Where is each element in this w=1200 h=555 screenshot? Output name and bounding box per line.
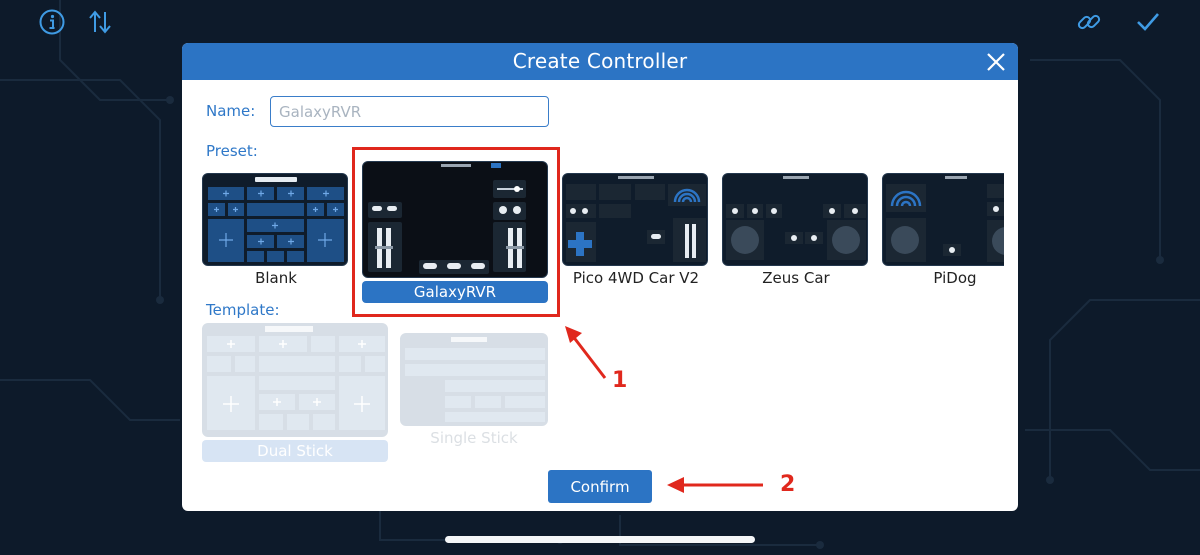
pidog-layout-icon bbox=[886, 176, 1004, 262]
preset-card-pidog[interactable]: PiDog bbox=[882, 173, 1004, 293]
annotation-number-2: 2 bbox=[780, 472, 796, 497]
dual-stick-grid-icon bbox=[207, 326, 385, 430]
preset-label-galaxyrvr: GalaxyRVR bbox=[362, 281, 548, 303]
single-stick-grid-icon bbox=[405, 337, 545, 422]
preset-card-galaxyrvr[interactable]: GalaxyRVR bbox=[362, 161, 548, 303]
preset-label-blank: Blank bbox=[255, 269, 297, 287]
preset-card-pico-4wd-car-v2[interactable]: Pico 4WD Car V2 bbox=[562, 173, 710, 293]
preset-card-zeus-car[interactable]: Zeus Car bbox=[722, 173, 870, 293]
create-controller-dialog: Create Controller Name: Preset: bbox=[182, 43, 1018, 511]
name-input[interactable] bbox=[270, 96, 549, 127]
link-icon[interactable] bbox=[1075, 8, 1103, 36]
pico-car-layout-icon bbox=[566, 176, 706, 262]
preset-thumbnail bbox=[882, 173, 1004, 266]
template-label-single-stick: Single Stick bbox=[430, 429, 518, 447]
zeus-car-layout-icon bbox=[726, 176, 866, 260]
preset-label-zeus-car: Zeus Car bbox=[762, 269, 830, 287]
confirm-button[interactable]: Confirm bbox=[548, 470, 652, 503]
preset-thumbnail bbox=[202, 173, 348, 266]
checkmark-icon[interactable] bbox=[1134, 8, 1162, 36]
preset-thumbnail bbox=[562, 173, 708, 266]
preset-thumbnail bbox=[722, 173, 868, 266]
dialog-title: Create Controller bbox=[512, 49, 688, 73]
home-indicator[interactable] bbox=[445, 536, 755, 543]
template-card-single-stick[interactable]: Single Stick bbox=[400, 333, 548, 453]
preset-label: Preset: bbox=[206, 142, 258, 160]
preset-label-pidog: PiDog bbox=[933, 269, 977, 287]
blank-grid-icon bbox=[208, 177, 344, 262]
dialog-header: Create Controller bbox=[182, 43, 1018, 80]
info-icon[interactable] bbox=[38, 8, 66, 36]
sort-arrows-icon[interactable] bbox=[86, 8, 114, 36]
preset-label-pico-4wd-car-v2: Pico 4WD Car V2 bbox=[572, 269, 700, 287]
template-label: Template: bbox=[206, 301, 280, 319]
template-thumbnail bbox=[202, 323, 388, 437]
template-card-dual-stick[interactable]: Dual Stick bbox=[202, 323, 388, 463]
name-label: Name: bbox=[206, 102, 256, 120]
preset-card-blank[interactable]: Blank bbox=[202, 173, 350, 293]
template-label-dual-stick: Dual Stick bbox=[202, 440, 388, 462]
template-thumbnail bbox=[400, 333, 548, 426]
annotation-number-1: 1 bbox=[612, 368, 628, 393]
close-icon[interactable] bbox=[986, 52, 1006, 72]
galaxyrvr-layout-icon bbox=[368, 163, 526, 274]
preset-thumbnail bbox=[362, 161, 548, 278]
